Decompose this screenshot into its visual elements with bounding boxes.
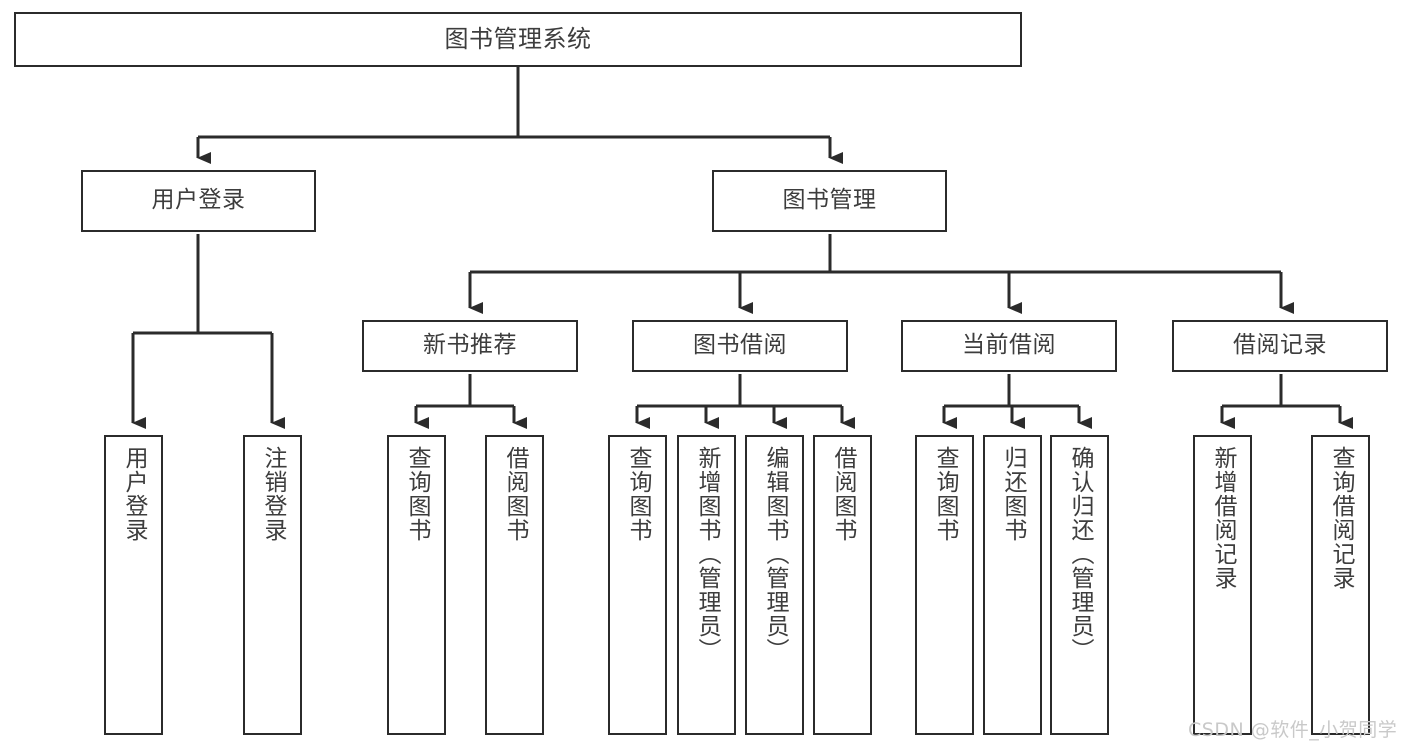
node-user-login[interactable]: 用户登录 — [81, 170, 316, 232]
node-label: 查询借阅记录 — [1328, 446, 1354, 590]
node-label: 查询图书 — [932, 446, 958, 542]
node-root-book-management-system[interactable]: 图书管理系统 — [14, 12, 1022, 67]
leaf-current-return-book[interactable]: 归还图书 — [983, 435, 1042, 735]
leaf-new-book-query[interactable]: 查询图书 — [387, 435, 446, 735]
leaf-borrow-query-book[interactable]: 查询图书 — [608, 435, 667, 735]
node-label: 注销登录 — [260, 446, 286, 542]
node-label: 借阅图书 — [830, 446, 856, 542]
node-label: 查询图书 — [625, 446, 651, 542]
node-label: 图书管理 — [782, 187, 877, 214]
leaf-borrow-edit-book-admin[interactable]: 编辑图书（管理员） — [745, 435, 804, 735]
node-borrow-record[interactable]: 借阅记录 — [1172, 320, 1388, 372]
leaf-logout[interactable]: 注销登录 — [243, 435, 302, 735]
leaf-new-book-borrow[interactable]: 借阅图书 — [485, 435, 544, 735]
node-label: 用户登录 — [121, 446, 147, 542]
node-label: 归还图书 — [1000, 446, 1026, 542]
node-label: 用户登录 — [151, 187, 246, 214]
leaf-current-query-book[interactable]: 查询图书 — [915, 435, 974, 735]
node-label: 新增图书（管理员） — [694, 446, 720, 662]
leaf-current-confirm-return-admin[interactable]: 确认归还（管理员） — [1050, 435, 1109, 735]
leaf-borrow-borrow-book[interactable]: 借阅图书 — [813, 435, 872, 735]
node-label: 新书推荐 — [423, 332, 517, 359]
leaf-user-login[interactable]: 用户登录 — [104, 435, 163, 735]
leaf-record-add[interactable]: 新增借阅记录 — [1193, 435, 1252, 735]
node-label: 确认归还（管理员） — [1067, 446, 1093, 662]
node-book-borrow[interactable]: 图书借阅 — [632, 320, 848, 372]
node-label: 图书借阅 — [693, 332, 787, 359]
node-new-book-recommend[interactable]: 新书推荐 — [362, 320, 578, 372]
node-current-borrow[interactable]: 当前借阅 — [901, 320, 1117, 372]
node-label: 图书管理系统 — [444, 25, 592, 54]
node-label: 借阅记录 — [1233, 332, 1327, 359]
csdn-watermark: CSDN @软件_小贺同学 — [1188, 719, 1398, 741]
leaf-borrow-add-book-admin[interactable]: 新增图书（管理员） — [677, 435, 736, 735]
node-label: 查询图书 — [404, 446, 430, 542]
node-label: 编辑图书（管理员） — [762, 446, 788, 662]
node-label: 当前借阅 — [962, 332, 1056, 359]
node-label: 借阅图书 — [502, 446, 528, 542]
node-label: 新增借阅记录 — [1210, 446, 1236, 590]
node-book-management[interactable]: 图书管理 — [712, 170, 947, 232]
leaf-record-query[interactable]: 查询借阅记录 — [1311, 435, 1370, 735]
